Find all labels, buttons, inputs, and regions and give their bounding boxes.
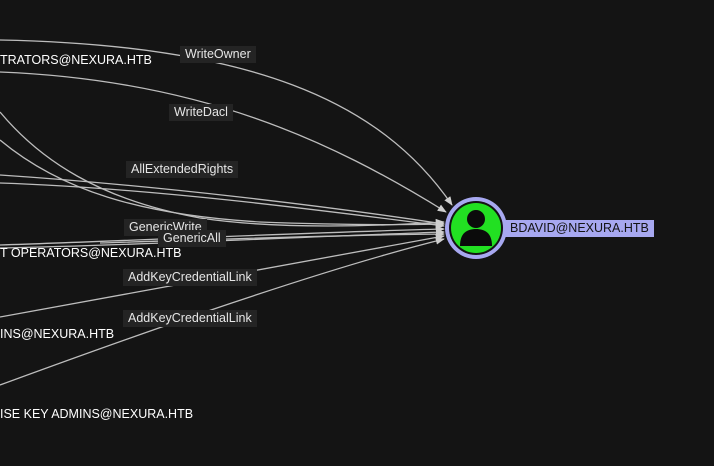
edge-label-allextendedrights[interactable]: AllExtendedRights [126, 161, 239, 178]
edge-writedacl[interactable] [0, 71, 447, 213]
edge-label-addkeycredentiallink-2[interactable]: AddKeyCredentialLink [123, 310, 257, 327]
edge-allextendedrights-2[interactable] [0, 182, 445, 229]
edge-genericall[interactable] [0, 228, 445, 249]
edge-label-addkeycredentiallink-1[interactable]: AddKeyCredentialLink [123, 269, 257, 286]
source-node-label-key-admins[interactable]: INS@NEXURA.HTB [0, 327, 115, 341]
edge-label-writeowner[interactable]: WriteOwner [180, 46, 256, 63]
edge-genericwrite[interactable] [0, 225, 445, 246]
edge-label-genericall[interactable]: GenericAll [158, 230, 226, 247]
edge-curve-upper-2[interactable] [0, 139, 445, 228]
source-node-label-account-operators[interactable]: T OPERATORS@NEXURA.HTB [0, 246, 182, 260]
edge-genericall-2[interactable] [99, 230, 445, 244]
edge-curve-upper[interactable] [0, 111, 445, 227]
source-node-label-administrators[interactable]: TRATORS@NEXURA.HTB [0, 53, 152, 67]
edge-label-writedacl[interactable]: WriteDacl [169, 104, 233, 121]
bdavid-node[interactable] [445, 197, 507, 259]
edge-writeowner[interactable] [0, 39, 453, 206]
user-icon [460, 210, 492, 246]
source-node-label-enterprise-key-admins[interactable]: ISE KEY ADMINS@NEXURA.HTB [0, 407, 194, 421]
edge-allextendedrights[interactable] [0, 174, 445, 227]
target-node-label[interactable]: BDAVID@NEXURA.HTB [505, 220, 654, 237]
edge-addkeycredentiallink-2[interactable] [0, 237, 445, 386]
